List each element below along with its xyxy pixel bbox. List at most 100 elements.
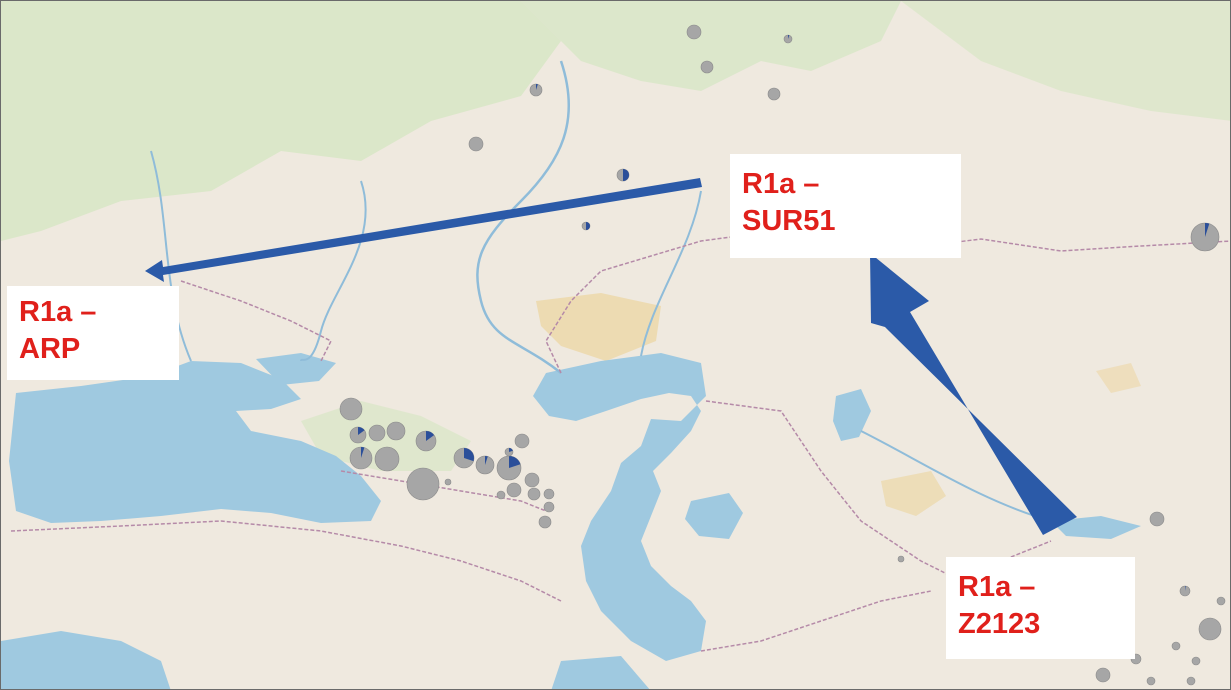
pie-marker[interactable] (529, 83, 543, 97)
pie-marker-base (444, 478, 452, 486)
aral-lake (833, 389, 871, 441)
label-sur51-line1: R1a – (742, 168, 820, 200)
pie-marker-base (686, 24, 702, 40)
pie-marker[interactable] (616, 168, 630, 182)
pie-marker-base (406, 467, 440, 501)
pie-marker-slice (361, 447, 365, 458)
pie-marker[interactable] (543, 501, 555, 513)
kara-bogaz-gol (685, 493, 743, 539)
pie-marker-slice (509, 456, 521, 468)
label-z2123-line2: Z2123 (958, 608, 1041, 640)
pie-marker-slice (485, 456, 488, 465)
pie-marker-base (1171, 641, 1181, 651)
pie-marker-base (1191, 656, 1201, 666)
balkhash-lake (1051, 516, 1141, 539)
pie-marker[interactable] (349, 426, 367, 444)
pie-marker[interactable] (475, 455, 495, 475)
pie-marker[interactable] (506, 482, 522, 498)
pie-marker[interactable] (386, 421, 406, 441)
pie-marker-base (1095, 667, 1111, 683)
pie-marker[interactable] (538, 515, 552, 529)
border-central-asia (705, 400, 1052, 582)
pie-marker-slice (1205, 223, 1210, 237)
black-sea (9, 361, 381, 523)
pie-marker[interactable] (1198, 617, 1222, 641)
label-box-z2123: R1a – Z2123 (946, 557, 1135, 659)
pie-marker[interactable] (374, 446, 400, 472)
pie-marker[interactable] (339, 397, 363, 421)
forest-region-north-west (1, 1, 561, 241)
pie-marker-base (700, 60, 714, 74)
pie-marker[interactable] (444, 478, 452, 486)
pie-marker-layer (339, 24, 1226, 686)
pie-marker-base (506, 482, 522, 498)
label-arp-line1: R1a – (19, 296, 97, 328)
river-don (300, 180, 367, 362)
pie-marker[interactable] (524, 472, 540, 488)
pie-marker[interactable] (514, 433, 530, 449)
desert-patch-2 (881, 471, 946, 516)
pie-marker[interactable] (897, 555, 905, 563)
pie-marker[interactable] (406, 467, 440, 501)
pie-marker-slice (426, 431, 435, 441)
pie-marker-base (368, 424, 386, 442)
border-turkey (10, 520, 562, 602)
pie-marker[interactable] (1186, 676, 1196, 686)
river-syr-darya (860, 430, 1052, 522)
pie-marker[interactable] (496, 490, 506, 500)
pie-marker[interactable] (1146, 676, 1156, 686)
migration-arrow-sur51-to-arp (145, 178, 702, 282)
pie-marker-base (339, 397, 363, 421)
gulf-water (551, 656, 650, 689)
pie-marker[interactable] (504, 447, 514, 457)
pie-marker-base (1198, 617, 1222, 641)
forest-region-caucasus (301, 401, 471, 471)
pie-marker[interactable] (527, 487, 541, 501)
label-z2123-line1: R1a – (958, 571, 1036, 603)
pie-marker-slice (536, 84, 538, 90)
pie-marker[interactable] (1095, 667, 1111, 683)
pie-marker[interactable] (1179, 585, 1191, 597)
label-sur51-line2: SUR51 (742, 205, 836, 237)
pie-marker[interactable] (700, 60, 714, 74)
forest-region-north-central (521, 1, 901, 91)
pie-marker[interactable] (1191, 656, 1201, 666)
river-volga (476, 60, 570, 374)
pie-marker[interactable] (368, 424, 386, 442)
label-arp-line2: ARP (19, 333, 81, 365)
pie-marker[interactable] (783, 34, 793, 44)
pie-marker-base (496, 490, 506, 500)
pie-marker-base (468, 136, 484, 152)
pie-marker-slice (623, 169, 629, 181)
pie-marker[interactable] (415, 430, 437, 452)
label-box-arp: R1a – ARP (7, 286, 179, 380)
pie-marker[interactable] (581, 221, 591, 231)
desert-patch-1 (536, 293, 661, 361)
pie-marker[interactable] (349, 446, 373, 470)
caspian-sea (533, 353, 706, 661)
river-dnieper (150, 150, 192, 362)
pie-marker-base (386, 421, 406, 441)
pie-marker-base (543, 501, 555, 513)
pie-marker-slice (509, 448, 513, 452)
pie-marker[interactable] (543, 488, 555, 500)
desert-patch-3 (1096, 363, 1141, 393)
label-box-sur51: R1a – SUR51 (730, 154, 961, 258)
pie-marker[interactable] (453, 447, 475, 469)
pie-marker[interactable] (1216, 596, 1226, 606)
pie-marker[interactable] (1190, 222, 1220, 252)
forest-region-north-east (901, 1, 1230, 121)
pie-marker[interactable] (1149, 511, 1165, 527)
pie-marker[interactable] (468, 136, 484, 152)
pie-marker-base (767, 87, 781, 101)
pie-marker-base (538, 515, 552, 529)
pie-marker-base (527, 487, 541, 501)
pie-marker[interactable] (686, 24, 702, 40)
pie-marker-base (374, 446, 400, 472)
pie-marker[interactable] (496, 455, 522, 481)
pie-marker-base (524, 472, 540, 488)
pie-marker[interactable] (767, 87, 781, 101)
pie-marker[interactable] (1171, 641, 1181, 651)
